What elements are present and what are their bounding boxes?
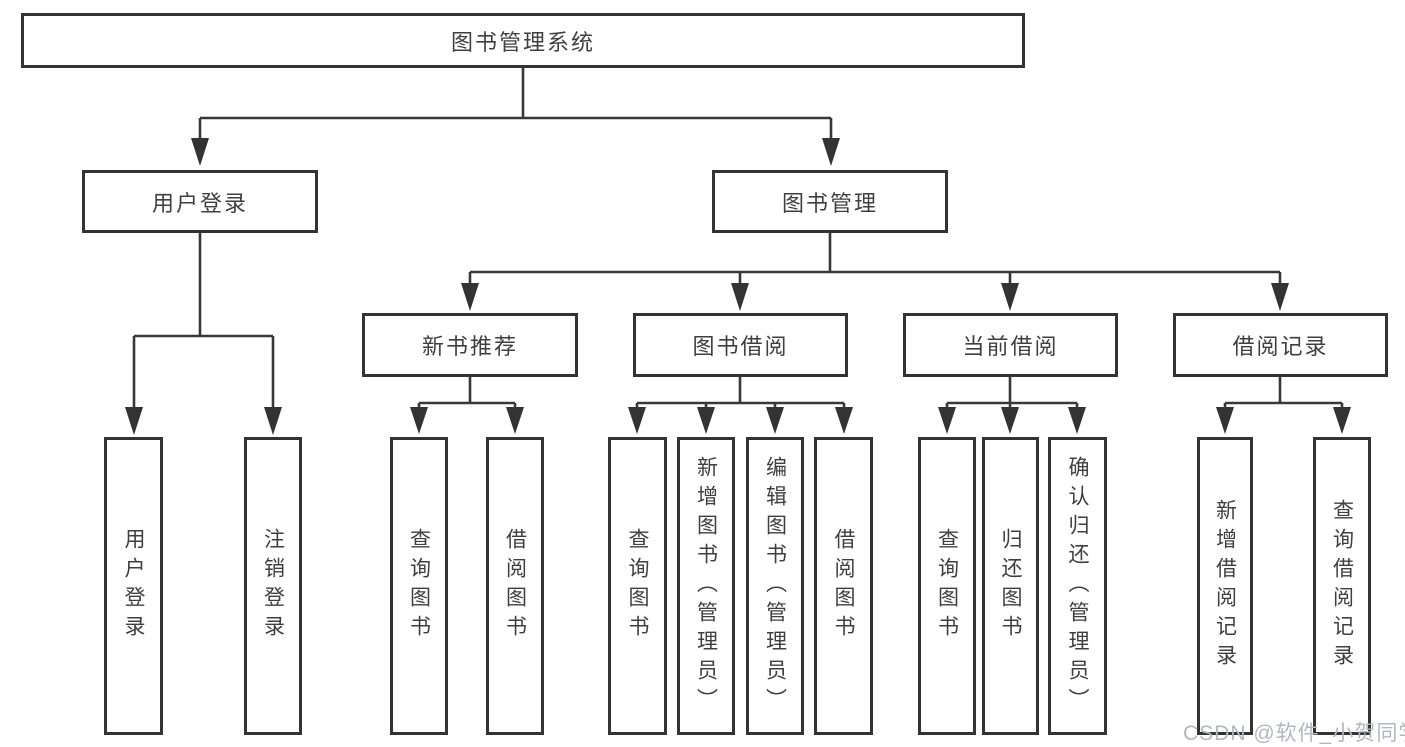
node-label: 借阅图书 bbox=[832, 528, 855, 644]
node-current-borrowing: 当前借阅 bbox=[903, 313, 1118, 377]
node-nbr-query-books: 查询图书 bbox=[390, 437, 448, 735]
node-label: 查询借阅记录 bbox=[1330, 499, 1354, 673]
node-borrowing-records: 借阅记录 bbox=[1173, 313, 1388, 377]
node-library-management-system: 图书管理系统 bbox=[21, 13, 1025, 68]
connector-lines bbox=[132, 68, 1344, 409]
node-label: 图书借阅 bbox=[692, 334, 789, 359]
node-logout: 注销登录 bbox=[244, 437, 302, 735]
node-br-query-record: 查询借阅记录 bbox=[1313, 437, 1371, 735]
node-user-login-leaf: 用户登录 bbox=[104, 437, 163, 735]
node-label: 借阅图书 bbox=[503, 528, 527, 644]
node-user-login: 用户登录 bbox=[82, 170, 318, 233]
node-cb-query-books: 查询图书 bbox=[918, 437, 976, 735]
node-new-book-recommend: 新书推荐 bbox=[362, 313, 578, 377]
node-book-management: 图书管理 bbox=[712, 170, 948, 233]
csdn-watermark: CSDN @软件_小贺同学 bbox=[1183, 722, 1405, 745]
node-label: 查询图书 bbox=[626, 528, 649, 644]
node-label: 编辑图书（管理员） bbox=[763, 455, 787, 717]
node-label: 新增借阅记录 bbox=[1213, 499, 1237, 673]
node-cb-return-books: 归还图书 bbox=[982, 437, 1039, 735]
node-label: 查询图书 bbox=[407, 528, 431, 644]
node-label: 注销登录 bbox=[261, 528, 285, 644]
node-nbr-borrow-books: 借阅图书 bbox=[486, 437, 544, 735]
node-cb-confirm-return-admin: 确认归还（管理员） bbox=[1048, 437, 1107, 735]
node-label: 当前借阅 bbox=[962, 334, 1059, 359]
node-bb-query-books: 查询图书 bbox=[608, 437, 667, 735]
node-label: 查询图书 bbox=[935, 528, 959, 644]
node-label: 归还图书 bbox=[999, 528, 1022, 644]
node-bb-edit-books-admin: 编辑图书（管理员） bbox=[746, 437, 804, 735]
node-bb-add-books-admin: 新增图书（管理员） bbox=[677, 437, 735, 735]
node-label: 确认归还（管理员） bbox=[1066, 455, 1089, 717]
node-book-borrowing: 图书借阅 bbox=[633, 313, 848, 377]
node-label: 图书管理系统 bbox=[450, 29, 595, 55]
node-br-add-record: 新增借阅记录 bbox=[1197, 437, 1253, 735]
node-label: 用户登录 bbox=[151, 190, 248, 216]
node-label: 借阅记录 bbox=[1232, 334, 1329, 359]
node-label: 用户登录 bbox=[122, 528, 145, 644]
node-label: 新增图书（管理员） bbox=[694, 455, 718, 717]
node-bb-borrow-books: 借阅图书 bbox=[814, 437, 873, 735]
node-label: 图书管理 bbox=[781, 190, 878, 216]
node-label: 新书推荐 bbox=[421, 334, 518, 359]
arrowhead-icons bbox=[125, 138, 1351, 435]
